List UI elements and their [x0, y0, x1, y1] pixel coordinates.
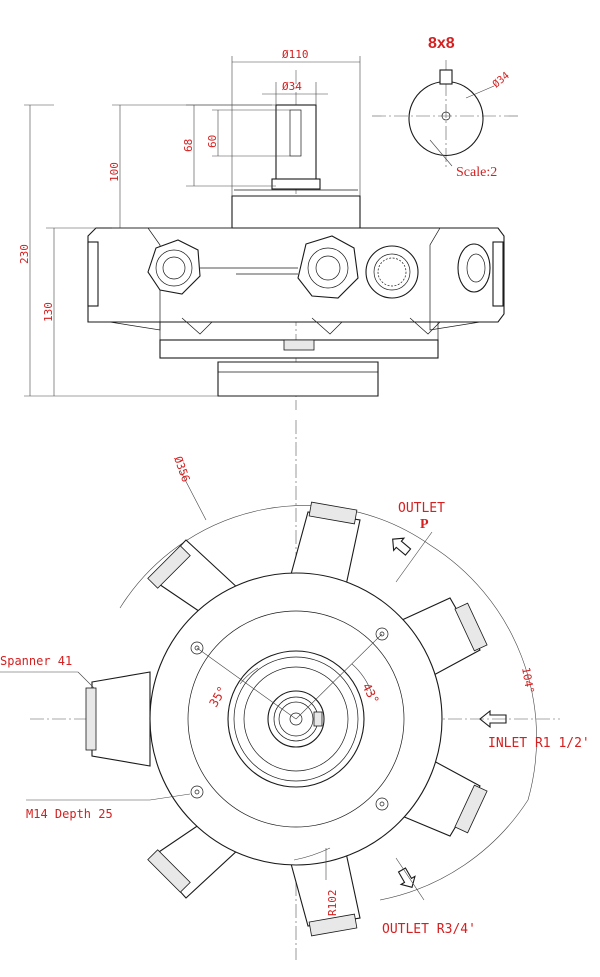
dim-dia-356: Ø356: [171, 455, 192, 484]
outlet-arrow-top: [392, 537, 412, 556]
inlet-arrow: [479, 709, 507, 729]
m14-label: M14 Depth 25: [26, 807, 113, 821]
spanner-label: Spanner 41: [0, 654, 72, 668]
outlet-port-p: P: [420, 517, 429, 532]
detail-scale: Scale:2: [456, 165, 497, 180]
inlet-label: INLET R1 1/2': [488, 736, 590, 751]
dim-68: 68: [182, 139, 195, 152]
key-size-label: 8x8: [428, 35, 455, 52]
outlet-arrow-bottom: [397, 867, 416, 888]
outlet-label: OUTLET: [398, 501, 445, 516]
dim-230: 230: [18, 244, 31, 264]
threaded-port: [365, 245, 419, 299]
r102-label: R102: [326, 890, 339, 917]
side-view: Ø110 Ø34 68 60 100 230 130: [18, 48, 505, 410]
angle-104: 104°: [519, 666, 536, 694]
dim-100: 100: [108, 162, 121, 182]
dim-dia-34: Ø34: [282, 80, 302, 93]
shaft-keyway: [289, 109, 302, 157]
bolt-holes: [190, 627, 389, 811]
hex-nut-left: [147, 239, 201, 295]
outlet-r34-label: OUTLET R3/4': [382, 922, 476, 937]
dim-60: 60: [206, 135, 219, 148]
hex-nut-center: [297, 235, 359, 299]
top-view: Ø356: [0, 420, 590, 960]
shaft: [275, 104, 317, 182]
detail-dia-34: Ø34: [490, 69, 512, 90]
dim-dia-110: Ø110: [282, 48, 309, 61]
shaft-detail: 8x8 Ø34 Scale:2: [372, 35, 520, 180]
dim-130: 130: [42, 302, 55, 322]
hex-nut-right: [457, 243, 491, 293]
